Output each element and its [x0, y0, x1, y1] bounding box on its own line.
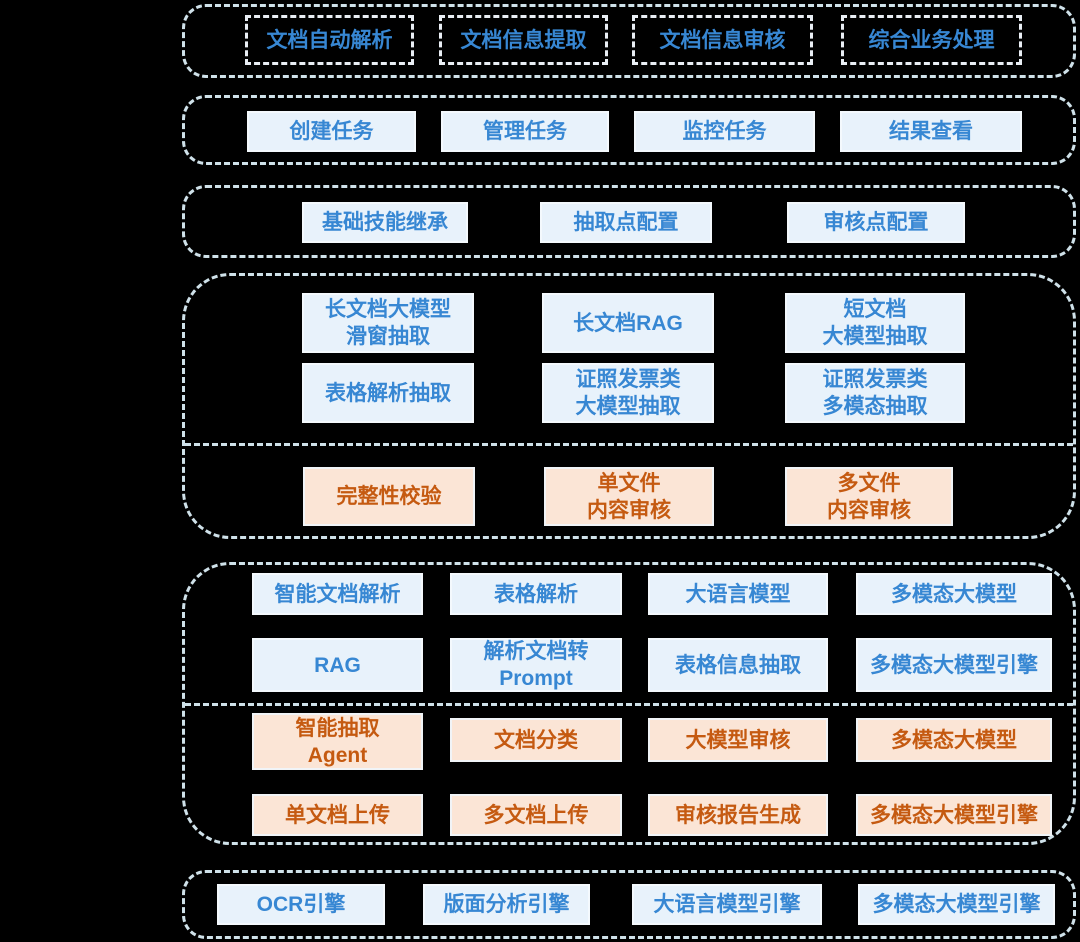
diagram-node: 表格信息抽取: [648, 638, 828, 692]
diagram-node: 文档分类: [450, 718, 622, 762]
diagram-node: 智能抽取 Agent: [252, 713, 423, 770]
diagram-node: 文档信息审核: [632, 15, 813, 65]
section-divider: [185, 703, 1073, 706]
layer-capabilities: 智能文档解析 表格解析 大语言模型 多模态大模型 RAG 解析文档转 Promp…: [182, 562, 1076, 845]
section-divider: [185, 443, 1073, 446]
diagram-node: 多文件 内容审核: [785, 467, 953, 526]
diagram-node: 长文档RAG: [542, 293, 714, 353]
diagram-node: 短文档 大模型抽取: [785, 293, 965, 353]
diagram-node: 创建任务: [247, 111, 416, 152]
diagram-node: OCR引擎: [217, 884, 385, 925]
diagram-node: 完整性校验: [303, 467, 475, 526]
diagram-node: 综合业务处理: [841, 15, 1022, 65]
diagram-node: 单文档上传: [252, 794, 423, 836]
diagram-node: 文档信息提取: [439, 15, 608, 65]
diagram-node: 解析文档转 Prompt: [450, 638, 622, 692]
diagram-node: 多文档上传: [450, 794, 622, 836]
layer-scenarios: 文档自动解析 文档信息提取 文档信息审核 综合业务处理: [182, 4, 1076, 78]
diagram-node: 管理任务: [441, 111, 609, 152]
diagram-node: 表格解析抽取: [302, 363, 474, 423]
diagram-node: 多模态大模型引擎: [856, 794, 1052, 836]
diagram-node: 基础技能继承: [302, 202, 468, 243]
layer-config: 基础技能继承 抽取点配置 审核点配置: [182, 185, 1076, 258]
diagram-node: 智能文档解析: [252, 573, 423, 615]
diagram-node: 版面分析引擎: [423, 884, 590, 925]
diagram-node: 证照发票类 多模态抽取: [785, 363, 965, 423]
diagram-node: 多模态大模型: [856, 573, 1052, 615]
diagram-node: 多模态大模型引擎: [856, 638, 1052, 692]
diagram-node: 大模型审核: [648, 718, 828, 762]
diagram-node: 多模态大模型引擎: [858, 884, 1055, 925]
diagram-node: RAG: [252, 638, 423, 692]
diagram-node: 大语言模型: [648, 573, 828, 615]
layer-engines: OCR引擎 版面分析引擎 大语言模型引擎 多模态大模型引擎: [182, 870, 1076, 939]
diagram-node: 长文档大模型 滑窗抽取: [302, 293, 474, 353]
diagram-node: 单文件 内容审核: [544, 467, 714, 526]
diagram-node: 抽取点配置: [540, 202, 712, 243]
layer-tasks: 创建任务 管理任务 监控任务 结果查看: [182, 95, 1076, 165]
diagram-node: 多模态大模型: [856, 718, 1052, 762]
diagram-node: 监控任务: [634, 111, 815, 152]
diagram-node: 审核点配置: [787, 202, 965, 243]
diagram-node: 文档自动解析: [245, 15, 414, 65]
diagram-node: 结果查看: [840, 111, 1022, 152]
layer-skills: 长文档大模型 滑窗抽取 长文档RAG 短文档 大模型抽取 表格解析抽取 证照发票…: [182, 273, 1076, 539]
diagram-node: 证照发票类 大模型抽取: [542, 363, 714, 423]
diagram-node: 审核报告生成: [648, 794, 828, 836]
diagram-node: 大语言模型引擎: [632, 884, 822, 925]
diagram-node: 表格解析: [450, 573, 622, 615]
